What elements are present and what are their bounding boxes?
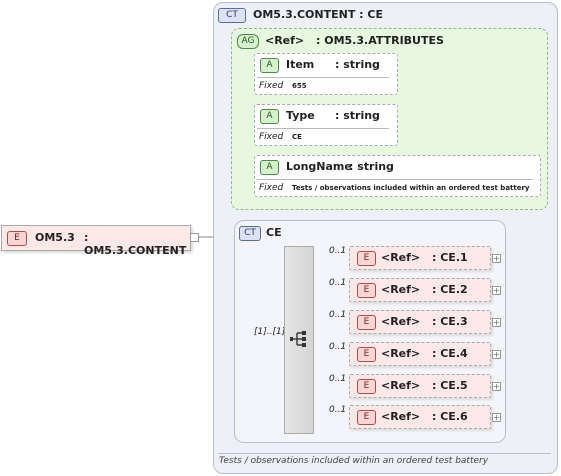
sequence-compositor[interactable] <box>284 246 314 434</box>
complex-type-title: OM5.3.CONTENT : CE <box>253 8 383 21</box>
root-element[interactable]: E OM5.3 : OM5.3.CONTENT <box>1 225 191 257</box>
attribute-type: : string <box>335 109 380 122</box>
attribute-group-type: : OM5.3.ATTRIBUTES <box>316 34 444 47</box>
root-name: OM5.3 <box>35 231 75 244</box>
attribute-divider <box>257 128 389 129</box>
element-type: : CE.1 <box>432 251 468 264</box>
attribute-divider <box>257 179 533 180</box>
root-type: : OM5.3.CONTENT <box>84 231 187 257</box>
element-badge: E <box>357 410 376 425</box>
element-ref: <Ref> <box>381 347 421 360</box>
plus-icon[interactable]: + <box>492 350 501 359</box>
element-badge: E <box>357 315 376 330</box>
fixed-value: CE <box>292 133 302 141</box>
element-badge: E <box>357 251 376 266</box>
plus-icon[interactable]: + <box>492 382 501 391</box>
element-badge: E <box>357 283 376 298</box>
element-badge: E <box>7 231 27 246</box>
ce-type-title: CE <box>266 226 282 239</box>
element-ref: <Ref> <box>381 283 421 296</box>
element-occurrence: 0..1 <box>329 246 347 256</box>
attribute-name: Type <box>286 109 315 122</box>
element-ref: <Ref> <box>381 251 421 264</box>
plus-icon[interactable]: + <box>492 254 501 263</box>
plus-icon[interactable]: + <box>492 286 501 295</box>
attribute-type: : string <box>335 58 380 71</box>
element-occurrence: 0..1 <box>329 310 347 320</box>
attribute-divider <box>257 77 389 78</box>
ce-type-badge: CT <box>239 226 261 241</box>
plus-icon[interactable]: + <box>492 318 501 327</box>
attribute-badge: A <box>260 58 279 73</box>
fixed-value: 655 <box>292 82 307 90</box>
element-badge: E <box>357 379 376 394</box>
element-type: : CE.2 <box>432 283 468 296</box>
fixed-label: Fixed <box>259 183 284 193</box>
complex-type-doc: Tests / observations included within an … <box>219 456 489 466</box>
complex-type-badge[interactable]: CT <box>218 8 246 23</box>
attribute-name: LongName <box>286 160 352 173</box>
attribute-group-badge: AG <box>237 34 259 49</box>
attribute-longname[interactable] <box>254 155 541 197</box>
element-type: : CE.5 <box>432 379 468 392</box>
attribute-badge: A <box>260 109 279 124</box>
element-ref: <Ref> <box>381 315 421 328</box>
attribute-group-ref: <Ref> <box>265 34 305 47</box>
element-type: : CE.3 <box>432 315 468 328</box>
sequence-occurrence: [1]..[1] <box>254 327 286 337</box>
attribute-type: : string <box>349 160 394 173</box>
element-occurrence: 0..1 <box>329 374 347 384</box>
element-occurrence: 0..1 <box>329 342 347 352</box>
element-ce2[interactable] <box>349 278 491 302</box>
plus-icon[interactable]: + <box>492 413 501 422</box>
fixed-label: Fixed <box>259 81 284 91</box>
footer-divider <box>218 453 551 454</box>
element-ref: <Ref> <box>381 379 421 392</box>
element-badge: E <box>357 347 376 362</box>
fixed-label: Fixed <box>259 132 284 142</box>
attribute-name: Item <box>286 58 315 71</box>
element-occurrence: 0..1 <box>329 405 347 415</box>
fixed-value: Tests / observations included within an … <box>292 184 530 192</box>
sequence-icon <box>290 331 306 347</box>
element-type: : CE.6 <box>432 410 468 423</box>
element-type: : CE.4 <box>432 347 468 360</box>
root-collapse-icon[interactable] <box>190 233 199 242</box>
attribute-badge: A <box>260 160 279 175</box>
element-ref: <Ref> <box>381 410 421 423</box>
element-occurrence: 0..1 <box>329 278 347 288</box>
